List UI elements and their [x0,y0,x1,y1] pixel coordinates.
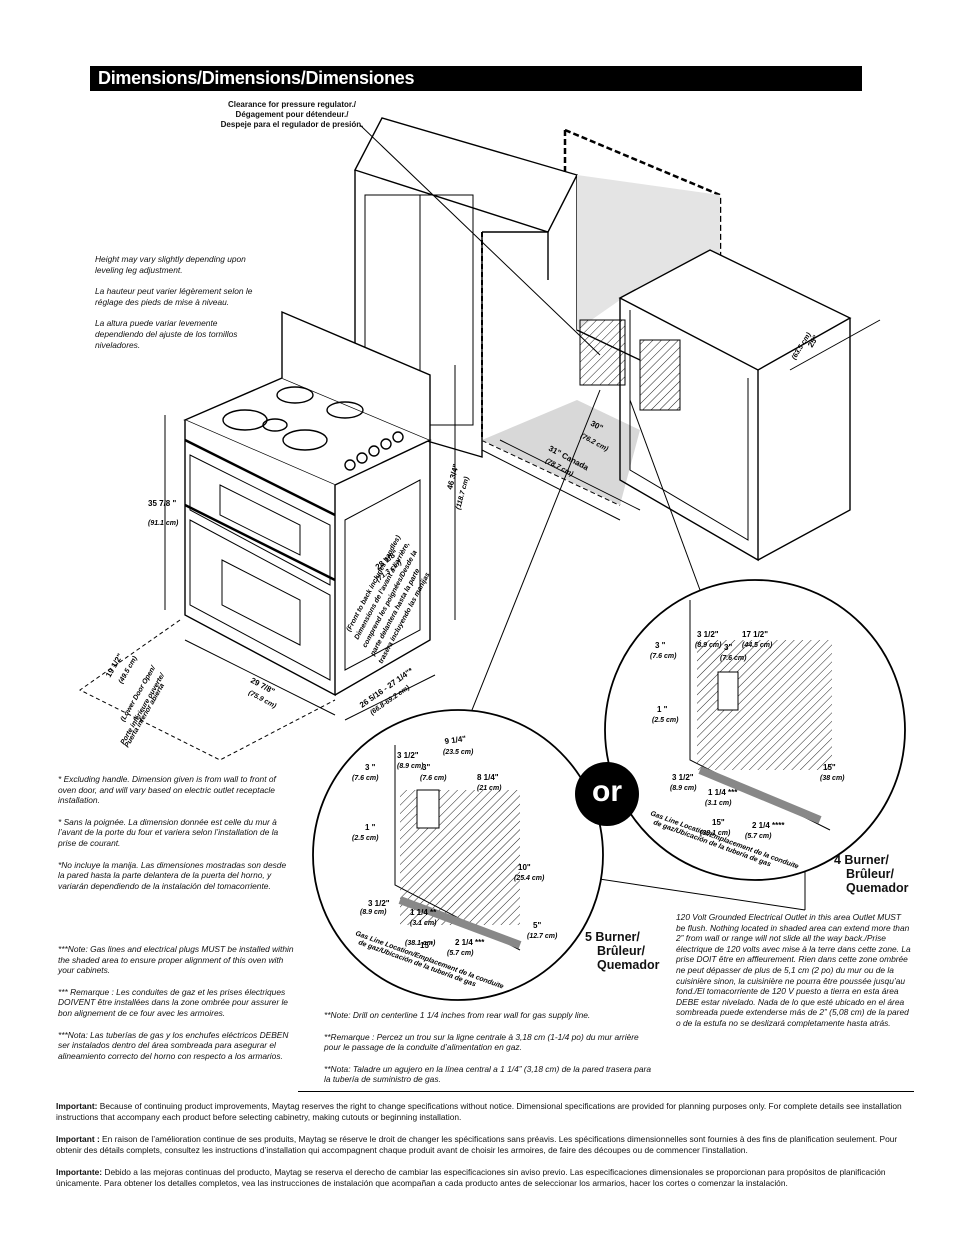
d4-b15: 15" [712,818,725,827]
important-en: Important: Because of continuing product… [56,1101,902,1122]
d4-w3b: 3" [724,643,732,652]
d5-h10: 10" [518,863,531,872]
d5-w8-metric: (21 cm) [477,785,502,792]
burner5-label: 5 Burner/ Brûleur/ Quemador [585,930,660,972]
d4-b3-metric: (8.9 cm) [670,785,697,792]
d4-b15-metric: (38.1 cm) [700,830,731,837]
d4-w3a-metric: (8.9 cm) [695,642,722,649]
d4-w3a: 3 1/2" [697,630,719,639]
d5-b3: 3 1/2" [368,899,390,908]
d4-h3-metric: (7.6 cm) [650,653,677,660]
d4-b3: 3 1/2" [672,773,694,782]
d4-w3b-metric: (7.6 cm) [720,655,747,662]
dim-35-metric: (91.1 cm) [148,520,179,527]
d5-b2-metric: (5.7 cm) [447,950,474,957]
d5-w8: 8 1/4" [477,773,499,782]
d5-w3a: 3 1/2" [397,751,419,760]
or-badge: or [575,762,639,826]
page-title-bar: Dimensions/Dimensions/Dimensiones [90,66,862,91]
d5-b15-metric: (38.1 cm) [405,940,436,947]
d4-b2-metric: (5.7 cm) [745,833,772,840]
dim-19-note-3: Puerta inferior abierta [124,682,166,749]
divider [298,1091,914,1092]
d5-b2: 2 1/4 *** [455,938,485,947]
d5-w3b: 3" [422,763,430,772]
height-note: Height may vary slightly depending upon … [95,254,253,350]
burner4-label: 4 Burner/ Brûleur/ Quemador [834,853,909,895]
d5-h1-metric: (2.5 cm) [352,835,379,842]
d5-h3: 3 " [365,763,376,772]
d5-b1-metric: (3.1 cm) [410,920,437,927]
d5-b1: 1 1/4 ** [410,908,437,917]
important-es: Importante: Debido a las mejoras continu… [56,1167,886,1188]
d4-h1-metric: (2.5 cm) [652,717,679,724]
d5-h10-metric: (25.4 cm) [514,875,545,882]
d5-w9-metric: (23.5 cm) [443,749,474,756]
dim-46-metric: (118.7 cm) [455,475,471,510]
d5-w3a-metric: (8.9 cm) [397,763,424,770]
d4-h1: 1 " [657,705,668,714]
important-fr: Important : En raison de l’amélioration … [56,1134,898,1155]
d5-h3-metric: (7.6 cm) [352,775,379,782]
d5-h1: 1 " [365,823,376,832]
drill-note: **Note: Drill on centerline 1 1/4 inches… [324,1010,651,1085]
outlet-note: 120 Volt Grounded Electrical Outlet in t… [676,912,911,1028]
d5-h5: 5" [533,921,541,930]
d4-h15-metric: (38 cm) [820,775,845,782]
d5-h5-metric: (12.7 cm) [527,933,558,940]
d4-w17-metric: (44.5 cm) [742,642,773,649]
gas-note: ***Note: Gas lines and electrical plugs … [58,944,294,1061]
d5-w3b-metric: (7.6 cm) [420,775,447,782]
handle-note: * Excluding handle. Dimension given is f… [58,774,287,891]
d5-b15: 15" [420,941,433,950]
d4-b2: 2 1/4 **** [752,821,785,830]
d4-h15: 15" [823,763,836,772]
page-title: Dimensions/Dimensions/Dimensiones [98,68,415,88]
dim-46: 46 3/4" [445,463,460,491]
d4-b1-metric: (3.1 cm) [705,800,732,807]
d4-b1: 1 1/4 *** [708,788,738,797]
d4-h3: 3 " [655,641,666,650]
d5-w9: 9 1/4" [444,734,467,746]
d5-b3-metric: (8.9 cm) [360,909,387,916]
clearance-label: Clearance for pressure regulator./ Dégag… [220,100,364,129]
d4-w17: 17 1/2" [742,630,768,639]
dim-35: 35 7/8 " [148,499,176,508]
